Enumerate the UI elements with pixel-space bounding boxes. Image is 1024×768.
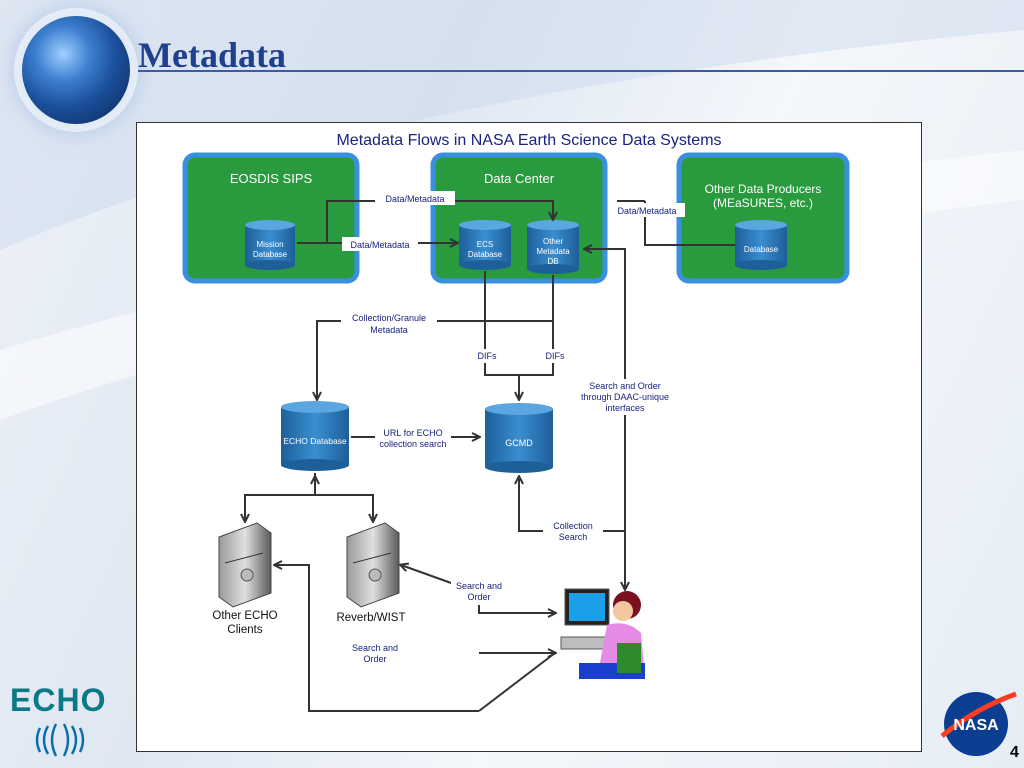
eosdis-sips-box: EOSDIS SIPS: [182, 152, 360, 284]
reverb-server-icon: [346, 522, 400, 608]
ecs-database: ECS Database: [459, 220, 511, 270]
label-data-metadata-mid: Data/Metadata: [350, 240, 409, 250]
echo-db-label: ECHO Database: [283, 436, 347, 446]
user-at-computer-icon: [560, 588, 645, 679]
producer-db-label: Database: [744, 245, 779, 254]
nasa-logo-icon: NASA: [940, 691, 1017, 756]
echo-database: ECHO Database: [281, 401, 349, 471]
label-bg: [345, 641, 405, 667]
data-center-box: Data Center: [430, 152, 608, 284]
title-divider: [138, 70, 1024, 72]
label-bg: [473, 349, 501, 363]
other-metadata-db: Other Metadata DB: [527, 220, 579, 274]
other-producers-label-line2: (MEaSURES, etc.): [713, 196, 813, 210]
other-producers-label-line1: Other Data Producers: [705, 182, 822, 196]
metadata-flow-diagram: Metadata Flows in NASA Earth Science Dat…: [136, 122, 922, 752]
mission-database: Mission Database: [245, 220, 295, 270]
echo-logo: ECHO: [10, 682, 107, 718]
ecs-db-label-2: Database: [468, 250, 503, 259]
label-bg: [341, 311, 437, 337]
label-bg: [375, 191, 455, 205]
gcmd-database: GCMD: [485, 403, 553, 473]
other-echo-clients-label-1: Other ECHO: [212, 610, 277, 622]
data-center-label: Data Center: [484, 171, 555, 186]
reverb-label: Reverb/WIST: [336, 612, 405, 624]
label-collection-granule-2: Metadata: [370, 325, 408, 335]
gcmd-label: GCMD: [505, 438, 533, 448]
label-url-echo-2: collection search: [379, 439, 446, 449]
label-search-order-lower-1: Search and: [352, 643, 398, 653]
mission-db-label-2: Database: [253, 250, 288, 259]
label-bg: [609, 203, 685, 217]
label-search-order-upper-1: Search and: [456, 581, 502, 591]
label-bg: [543, 519, 603, 545]
other-echo-clients-server-icon: [218, 522, 272, 608]
ecs-db-label-1: ECS: [477, 240, 493, 249]
diagram-canvas: Metadata Flows in NASA Earth Science Dat…: [182, 132, 850, 712]
diagram-title: Metadata Flows in NASA Earth Science Dat…: [336, 132, 721, 149]
other-meta-db-label-2: Metadata: [536, 247, 570, 256]
label-url-echo-1: URL for ECHO: [383, 428, 442, 438]
other-meta-db-label-3: DB: [547, 257, 558, 266]
other-producers-box: Other Data Producers (MEaSURES, etc.): [676, 152, 850, 284]
label-search-order-daac-2: through DAAC-unique: [581, 392, 669, 402]
label-bg: [541, 349, 569, 363]
label-collection-search-2: Search: [559, 532, 588, 542]
echo-waves-icon: [35, 723, 85, 757]
other-echo-clients-label-2: Clients: [227, 624, 262, 636]
label-data-metadata-top: Data/Metadata: [385, 194, 444, 204]
label-difs-left: DIFs: [478, 351, 497, 361]
label-bg: [342, 237, 418, 251]
page-title: Metadata: [138, 35, 286, 75]
label-search-order-lower-2: Order: [363, 654, 386, 664]
label-data-metadata-right: Data/Metadata: [617, 206, 676, 216]
label-collection-search-1: Collection: [553, 521, 593, 531]
label-bg: [575, 379, 675, 415]
label-search-order-upper-2: Order: [467, 592, 490, 602]
label-difs-right: DIFs: [546, 351, 565, 361]
eosdis-sips-label: EOSDIS SIPS: [230, 171, 313, 186]
flow-arrows-middle: [245, 437, 625, 712]
producer-database: Database: [735, 220, 787, 270]
label-bg: [451, 579, 507, 605]
label-search-order-daac-3: interfaces: [605, 403, 645, 413]
nasa-logo-text: NASA: [953, 717, 999, 734]
label-collection-granule-1: Collection/Granule: [352, 313, 426, 323]
other-meta-db-label-1: Other: [543, 237, 563, 246]
label-bg: [375, 427, 451, 453]
page-number: 4: [1010, 744, 1019, 761]
earth-globe-icon: [22, 16, 130, 124]
label-search-order-daac-1: Search and Order: [589, 381, 661, 391]
mission-db-label-1: Mission: [256, 240, 283, 249]
